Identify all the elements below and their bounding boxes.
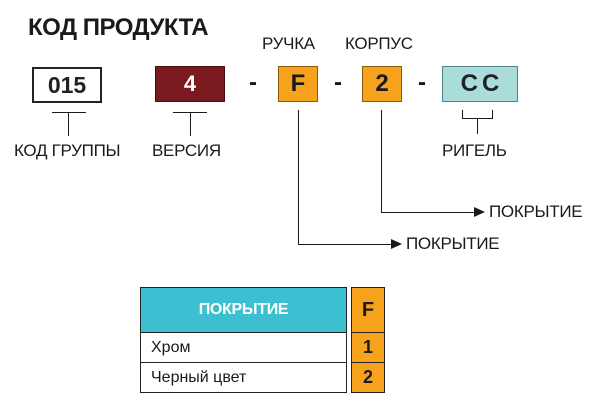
group-label: КОД ГРУППЫ	[14, 141, 121, 160]
handle-coating-line-horizontal	[298, 244, 392, 245]
handle-coating-arrow-icon	[391, 239, 402, 249]
table-row-code: 1	[351, 332, 385, 363]
table-row-name: Хром	[140, 332, 347, 363]
version-connector	[190, 112, 191, 136]
table-header-code: F	[351, 287, 385, 333]
table-row: Черный цвет 2	[140, 362, 385, 393]
group-bracket	[52, 112, 86, 113]
table-row-code: 2	[351, 362, 385, 393]
handle-coating-label: ПОКРЫТИЕ	[406, 234, 500, 253]
version-code-box: 4	[155, 66, 225, 102]
latch-connector	[477, 118, 478, 134]
table-header-name: ПОКРЫТИЕ	[140, 287, 347, 333]
separator-1: -	[249, 69, 257, 96]
body-coating-arrow-icon	[474, 207, 485, 217]
handle-label: РУЧКА	[262, 34, 315, 53]
body-label: КОРПУС	[345, 34, 413, 53]
handle-code-box: F	[278, 66, 318, 102]
latch-bracket-right	[492, 110, 493, 118]
separator-3: -	[418, 69, 426, 96]
table-row-name: Черный цвет	[140, 362, 347, 393]
latch-code-box: CC	[442, 66, 518, 102]
table-row: Хром 1	[140, 332, 385, 363]
body-coating-line-vertical	[381, 110, 382, 213]
coating-table: ПОКРЫТИЕ F Хром 1 Черный цвет 2	[140, 287, 385, 393]
page-title: КОД ПРОДУКТА	[28, 14, 209, 41]
body-code-box: 2	[362, 66, 402, 102]
handle-coating-line-vertical	[298, 110, 299, 245]
latch-bracket-left	[462, 110, 463, 118]
version-label: ВЕРСИЯ	[152, 141, 221, 160]
body-coating-label: ПОКРЫТИЕ	[489, 202, 583, 221]
group-code-box: 015	[32, 67, 102, 103]
body-coating-line-horizontal	[381, 212, 475, 213]
table-header-row: ПОКРЫТИЕ F	[140, 287, 385, 333]
latch-label: РИГЕЛЬ	[442, 141, 507, 160]
group-connector	[68, 112, 69, 136]
separator-2: -	[334, 69, 342, 96]
